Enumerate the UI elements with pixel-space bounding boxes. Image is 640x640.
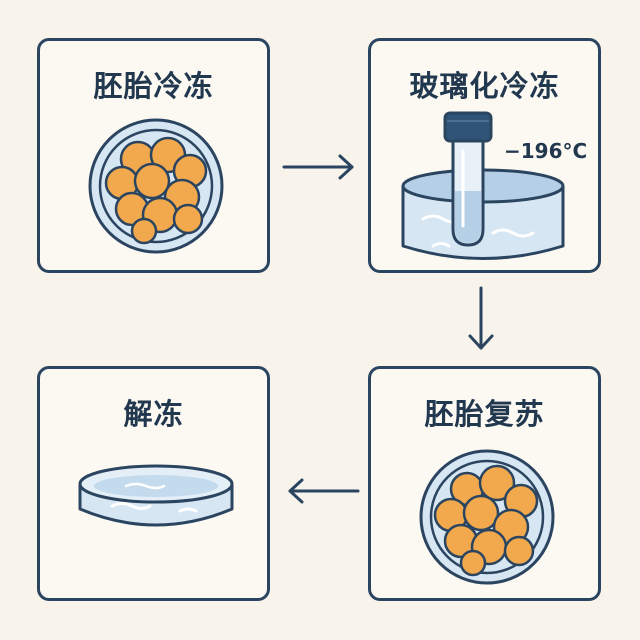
panel-title-embryo-revival: 胚胎复苏	[424, 397, 545, 431]
panel-title-vitrification: 玻璃化冷冻	[409, 69, 560, 103]
panel-title-embryo-freezing: 胚胎冷冻	[93, 69, 214, 103]
embryo-icon	[419, 449, 555, 585]
panel-vitrification: 玻璃化冷冻 −196°C	[368, 38, 601, 273]
arrow-down-icon	[468, 286, 494, 350]
panel-embryo-freezing: 胚胎冷冻	[37, 38, 270, 273]
test-tube-icon	[443, 111, 493, 247]
petri-dish-icon	[78, 464, 234, 527]
panel-title-thawing: 解冻	[123, 397, 184, 431]
panel-embryo-revival: 胚胎复苏	[368, 366, 601, 601]
liquid-bath-icon	[401, 111, 565, 260]
embryo-icon	[88, 118, 224, 254]
arrow-left-icon	[288, 478, 360, 504]
panel-thawing: 解冻	[37, 366, 270, 601]
temperature-label: −196°C	[504, 139, 588, 163]
arrow-right-icon	[282, 154, 354, 180]
